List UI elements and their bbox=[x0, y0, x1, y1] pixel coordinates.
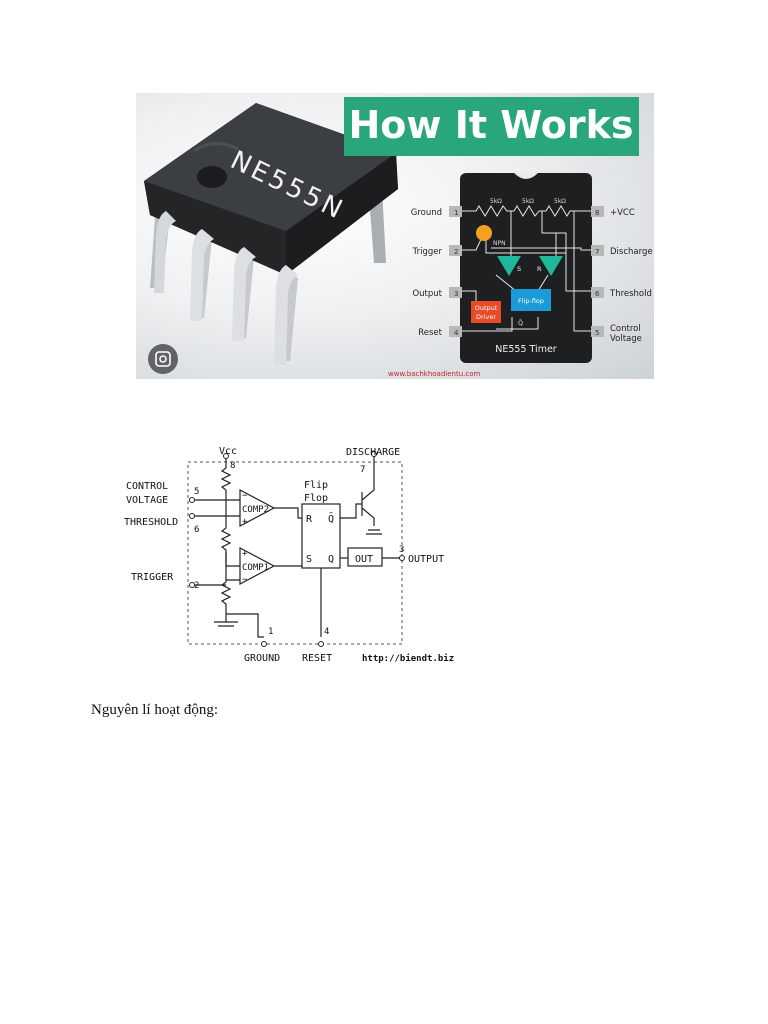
title-banner bbox=[344, 97, 639, 156]
pin-label-trigger: Trigger bbox=[412, 247, 443, 257]
ne555-how-it-works-image: NE555N How It Works 1 2 3 4 Ground Trigg… bbox=[136, 93, 654, 379]
schematic-wiring bbox=[192, 454, 400, 638]
comparator-2-icon bbox=[539, 256, 563, 276]
svg-text:5: 5 bbox=[194, 487, 199, 497]
pin-label-threshold: Threshold bbox=[609, 289, 652, 299]
svg-text:4: 4 bbox=[454, 329, 459, 337]
schematic-website: http://biendt.biz bbox=[362, 653, 454, 664]
svg-text:+: + bbox=[242, 549, 248, 559]
banner-text: How It Works bbox=[348, 103, 633, 147]
svg-text:Q̄: Q̄ bbox=[328, 512, 334, 525]
comparator-1-icon bbox=[497, 256, 521, 276]
pin-label-vcc: +VCC bbox=[610, 208, 635, 218]
svg-text:8: 8 bbox=[595, 209, 599, 217]
label-comp2: COMP2 bbox=[242, 505, 269, 515]
ne555-illustration: NE555N How It Works 1 2 3 4 Ground Trigg… bbox=[144, 97, 653, 378]
npn-transistor-icon bbox=[476, 225, 492, 241]
chip-body bbox=[144, 103, 398, 275]
label-flop: Flop bbox=[304, 493, 328, 504]
svg-text:R: R bbox=[306, 514, 313, 525]
label-trigger: TRIGGER bbox=[131, 572, 174, 583]
svg-text:5kΩ: 5kΩ bbox=[554, 198, 566, 205]
svg-text:NPN: NPN bbox=[493, 240, 506, 247]
svg-text:7: 7 bbox=[360, 465, 365, 475]
svg-text:2: 2 bbox=[194, 581, 199, 591]
svg-text:Output: Output bbox=[475, 304, 498, 312]
svg-text:8: 8 bbox=[230, 461, 235, 471]
svg-text:+: + bbox=[242, 517, 248, 527]
svg-text:S: S bbox=[306, 554, 312, 565]
svg-text:1: 1 bbox=[454, 209, 458, 217]
svg-text:1: 1 bbox=[268, 627, 273, 637]
svg-text:Q: Q bbox=[328, 554, 334, 565]
label-reset: RESET bbox=[302, 653, 332, 664]
right-pins: 8 7 6 5 +VCC Discharge Threshold Control… bbox=[591, 206, 653, 344]
timer-label: NE555 Timer bbox=[495, 344, 557, 355]
ne555-schematic: Vcc 8 DISCHARGE 7 CONTROL VOLTAGE 5 THRE… bbox=[124, 446, 454, 664]
pin-label-voltage: Voltage bbox=[610, 334, 642, 344]
svg-text:−: − bbox=[242, 575, 248, 585]
left-pins: 1 2 3 4 Ground Trigger Output Reset bbox=[411, 206, 462, 338]
source-website: www.bachkhoadientu.com bbox=[388, 370, 481, 378]
svg-text:Q̄: Q̄ bbox=[518, 318, 523, 327]
svg-text:5kΩ: 5kΩ bbox=[522, 198, 534, 205]
svg-text:5kΩ: 5kΩ bbox=[490, 198, 502, 205]
chip-front-legs bbox=[154, 211, 298, 365]
pin-label-control: Control bbox=[610, 324, 641, 334]
svg-text:3: 3 bbox=[399, 545, 404, 555]
label-vcc: Vcc bbox=[219, 446, 237, 457]
pin-label-ground: Ground bbox=[411, 208, 442, 218]
svg-text:5: 5 bbox=[595, 329, 599, 337]
pin-label-discharge: Discharge bbox=[610, 247, 653, 257]
svg-text:Flip-flop: Flip-flop bbox=[518, 297, 544, 305]
label-threshold: THRESHOLD bbox=[124, 517, 178, 528]
svg-text:3: 3 bbox=[454, 290, 458, 298]
svg-text:4: 4 bbox=[324, 627, 329, 637]
timer-block-diagram: 1 2 3 4 Ground Trigger Output Reset 8 7 … bbox=[411, 173, 653, 363]
svg-text:−: − bbox=[242, 491, 248, 501]
pin-label-reset: Reset bbox=[418, 328, 442, 338]
label-comp1: COMP1 bbox=[242, 563, 269, 573]
pin-label-output: Output bbox=[412, 289, 442, 299]
label-out: OUT bbox=[355, 554, 373, 565]
svg-text:7: 7 bbox=[595, 248, 599, 256]
output-driver-block bbox=[471, 301, 501, 323]
flipflop-block bbox=[511, 289, 551, 311]
label-flip: Flip bbox=[304, 480, 328, 491]
svg-text:6: 6 bbox=[595, 290, 600, 298]
svg-text:R: R bbox=[537, 265, 542, 273]
svg-text:6: 6 bbox=[194, 525, 199, 535]
svg-text:S: S bbox=[517, 265, 521, 273]
label-ground: GROUND bbox=[244, 653, 280, 664]
section-caption: Nguyên lí hoạt động: bbox=[91, 702, 219, 718]
label-discharge: DISCHARGE bbox=[346, 447, 400, 458]
lens-search-icon[interactable] bbox=[148, 344, 178, 374]
ne555-schematic-image: Vcc 8 DISCHARGE 7 CONTROL VOLTAGE 5 THRE… bbox=[118, 442, 456, 670]
svg-text:2: 2 bbox=[454, 248, 458, 256]
label-output: OUTPUT bbox=[408, 554, 444, 565]
chip-boundary bbox=[187, 461, 403, 645]
svg-text:Driver: Driver bbox=[476, 313, 496, 321]
label-voltage: VOLTAGE bbox=[126, 495, 168, 506]
label-control: CONTROL bbox=[126, 481, 168, 492]
